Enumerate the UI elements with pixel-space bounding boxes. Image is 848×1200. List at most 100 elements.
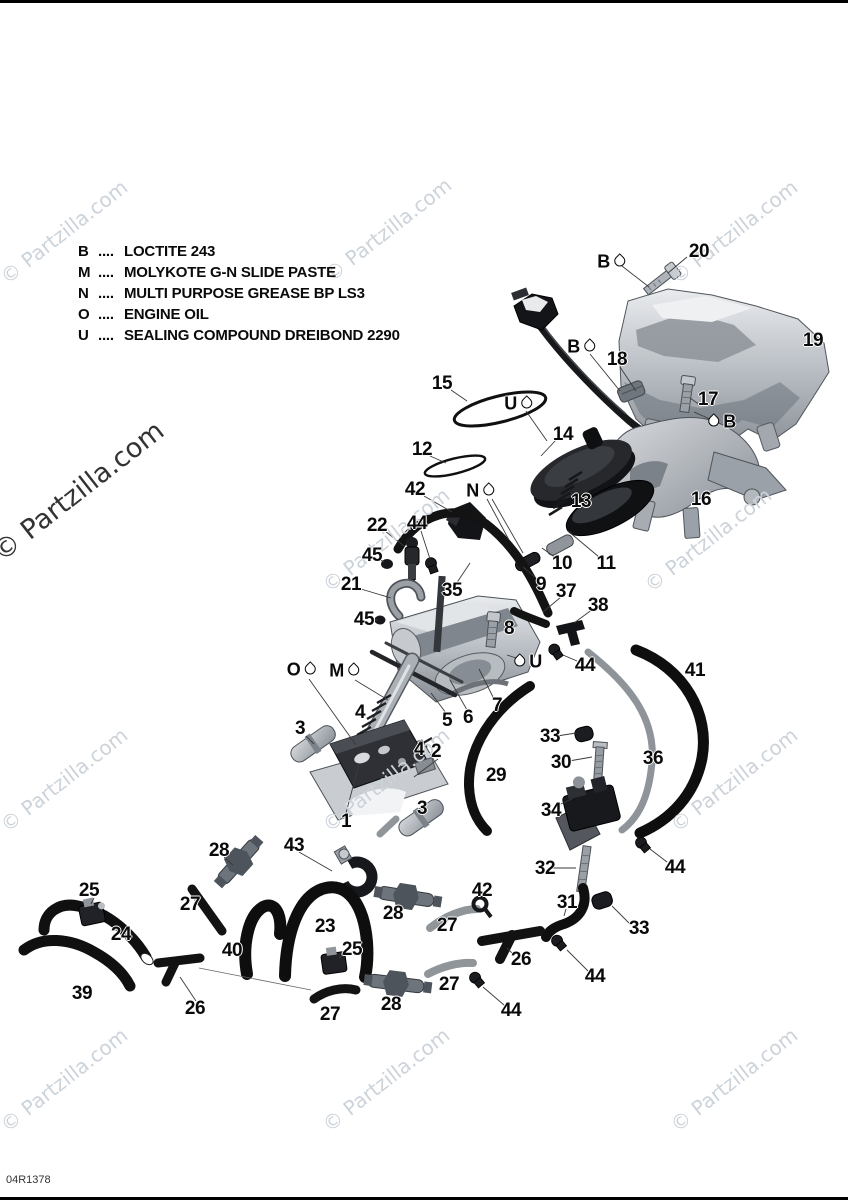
part-callout-21: 21	[340, 574, 362, 595]
lubricant-drop-icon	[480, 482, 497, 498]
legend-dots: ....	[98, 327, 114, 344]
grease-callout-M: M	[329, 661, 362, 682]
top-border	[0, 0, 848, 3]
lubricant-code: B	[567, 336, 580, 357]
part-callout-41: 41	[684, 660, 706, 681]
part-callout-27: 27	[179, 894, 201, 915]
part-callout-22: 22	[366, 515, 388, 536]
part-28-check-valve	[213, 834, 264, 889]
part-callout-44: 44	[574, 655, 596, 676]
part-callout-16: 16	[690, 489, 712, 510]
part-25-clamp	[78, 897, 106, 927]
lubricant-code: B	[597, 251, 610, 272]
hose-stub	[376, 815, 400, 838]
part-callout-28: 28	[380, 994, 402, 1015]
legend-row-B: B....LOCTITE 243	[78, 241, 400, 262]
part-42-clip	[471, 895, 493, 919]
part-26-tee	[477, 926, 545, 964]
part-callout-4: 4	[354, 702, 366, 723]
part-17-bolt	[679, 374, 696, 414]
grease-callout-U: U	[504, 393, 535, 415]
part-39-hose	[18, 934, 136, 992]
part-12-oring	[423, 454, 487, 478]
leader-lines	[90, 256, 713, 1006]
part-28-check-valve	[373, 882, 443, 911]
legend-row-N: N....MULTI PURPOSE GREASE BP LS3	[78, 283, 400, 304]
part-3-fittings	[290, 725, 444, 837]
grease-callout-B: B	[597, 251, 628, 273]
part-27-hose	[424, 958, 477, 978]
part-callout-29: 29	[485, 765, 507, 786]
part-2-port	[413, 756, 437, 776]
lubricant-drop-icon	[611, 253, 628, 269]
part-callout-14: 14	[552, 424, 574, 445]
part-callout-33: 33	[539, 726, 561, 747]
part-callout-35: 35	[441, 580, 463, 601]
part-27-hose	[187, 884, 227, 936]
part-callout-12: 12	[411, 439, 433, 460]
part-callout-28: 28	[382, 903, 404, 924]
part-33-caps	[574, 725, 613, 910]
lubricant-code: U	[504, 393, 517, 414]
part-callout-6: 6	[462, 707, 474, 728]
legend-dots: ....	[98, 285, 114, 302]
lubricant-code: O	[286, 659, 301, 680]
lubricant-drop-icon	[705, 413, 722, 429]
part-callout-19: 19	[802, 330, 824, 351]
legend-dots: ....	[98, 243, 114, 260]
part-15-oring	[452, 390, 548, 428]
part-callout-10: 10	[551, 553, 573, 574]
part-20-bolt	[642, 261, 682, 296]
part-36-hose	[584, 648, 656, 834]
part-callout-28: 28	[208, 840, 230, 861]
part-14-diaphragm	[530, 427, 636, 509]
part-callout-3: 3	[294, 718, 306, 739]
part-callout-25: 25	[341, 939, 363, 960]
lubricant-drop-icon	[518, 395, 535, 411]
part-27-hose	[309, 984, 361, 1004]
legend-code: O	[78, 306, 90, 323]
legend-code: U	[78, 327, 89, 344]
grease-callout-N: N	[466, 480, 497, 502]
part-callout-26: 26	[510, 949, 532, 970]
part-callout-23: 23	[314, 916, 336, 937]
part-callout-39: 39	[71, 983, 93, 1004]
part-callout-18: 18	[606, 349, 628, 370]
part-callout-15: 15	[431, 373, 453, 394]
part-28-check-valve	[363, 970, 433, 997]
part-callout-27: 27	[319, 1004, 341, 1025]
part-34-solenoid	[555, 776, 621, 851]
part-35-hose	[393, 508, 553, 618]
part-30-screw	[592, 741, 608, 781]
legend-desc: SEALING COMPOUND DREIBOND 2290	[124, 327, 400, 344]
part-callout-38: 38	[587, 595, 609, 616]
part-callout-31: 31	[556, 892, 578, 913]
part-11-cover	[565, 479, 655, 537]
part-40-hose	[239, 899, 287, 980]
legend-row-U: U.... SEALING COMPOUND DREIBOND 2290	[78, 325, 400, 346]
part-callout-1: 1	[340, 811, 352, 832]
part-callout-44: 44	[584, 966, 606, 987]
part-callout-43: 43	[283, 835, 305, 856]
part-31-hose	[541, 883, 590, 942]
legend-row-M: M....MOLYKOTE G-N SLIDE PASTE	[78, 262, 400, 283]
part-25-clamp	[320, 946, 348, 975]
part-38-tee	[556, 620, 585, 646]
grease-callout-B: B	[705, 411, 736, 433]
part-callout-42: 42	[404, 479, 426, 500]
lubricant-code: B	[723, 411, 736, 432]
part-16-bracket	[599, 417, 787, 539]
part-callout-7: 7	[491, 695, 503, 716]
part-callout-20: 20	[688, 241, 710, 262]
part-callout-27: 27	[438, 974, 460, 995]
part-callout-34: 34	[540, 800, 562, 821]
part-callout-26: 26	[184, 998, 206, 1019]
lubricant-code: N	[466, 480, 479, 501]
part-13-spring	[548, 470, 583, 517]
part-callout-17: 17	[697, 389, 719, 410]
part-callout-25: 25	[78, 880, 100, 901]
part-callout-27: 27	[436, 915, 458, 936]
part-callout-36: 36	[642, 748, 664, 769]
